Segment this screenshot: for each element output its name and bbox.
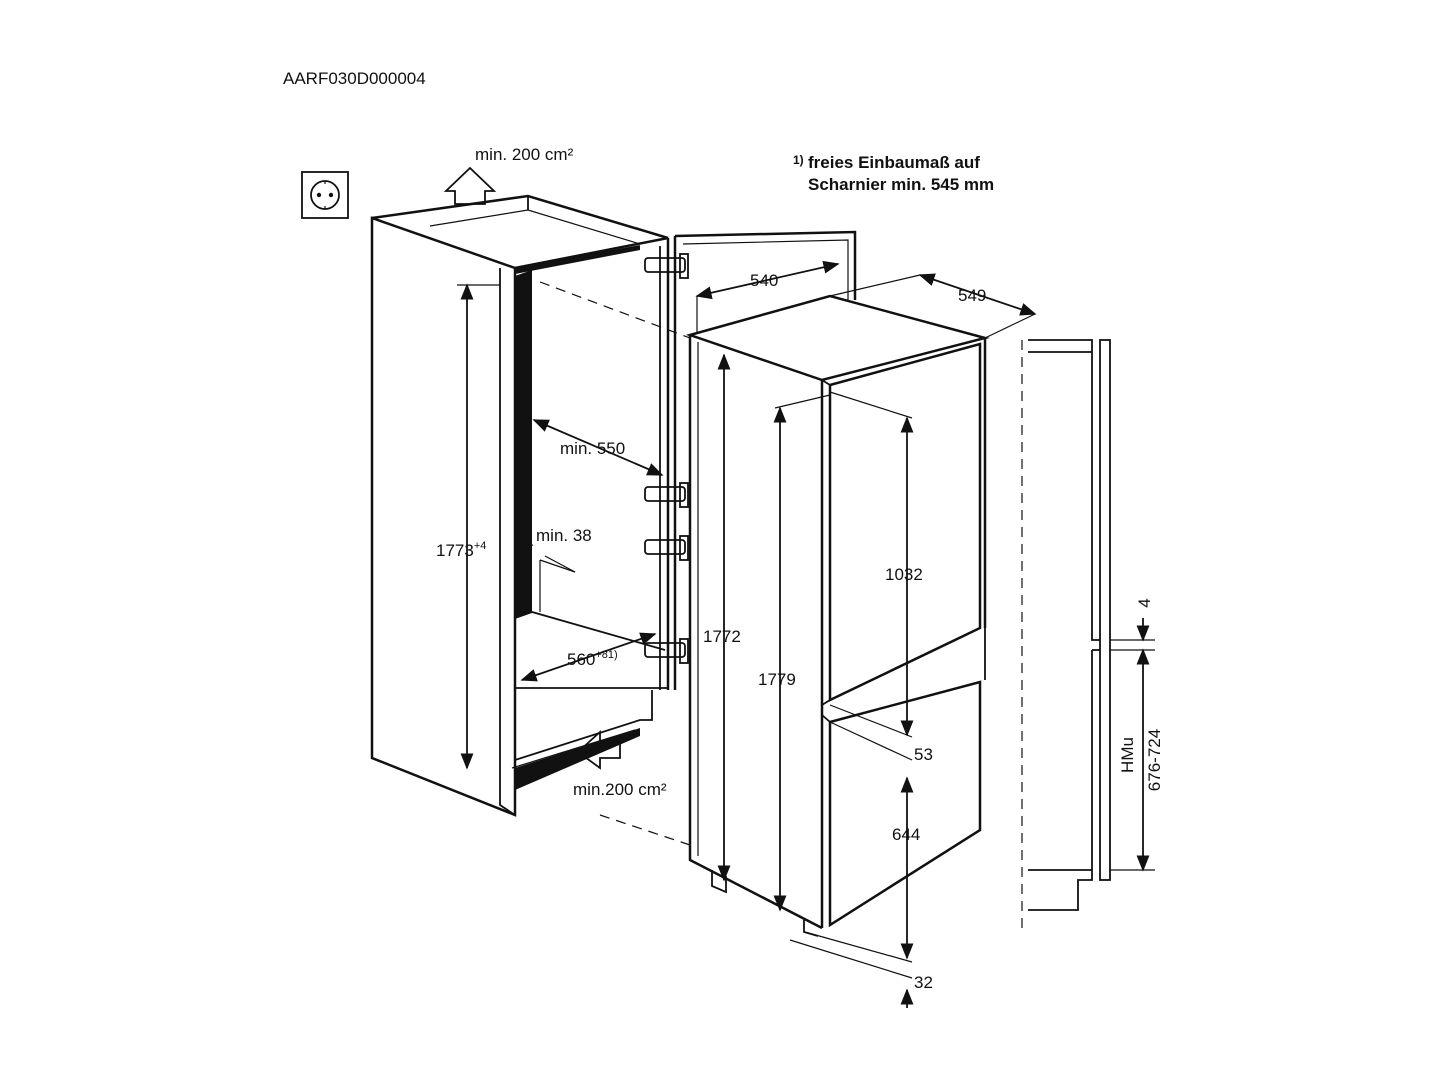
arrow-in-icon [576,729,621,770]
hmu-gap-label: 4 [1135,598,1154,607]
footnote-line-2: Scharnier min. 545 mm [808,175,994,194]
lower-door [828,680,982,928]
appliance [685,294,990,937]
niche-height-label: 1773+4 [436,540,486,560]
hinge-top [644,253,689,279]
hinge-middle-lower [644,535,689,561]
upper-door [828,342,982,702]
footnote-line-1: freies Einbaumaß auf [808,153,980,172]
hinge-middle-upper [644,482,689,508]
door-total-height-label: 1779 [758,670,796,689]
side-profile [1028,339,1111,911]
bottom-gap-label: 32 [914,973,933,992]
niche-cabinet [370,194,670,817]
niche-width-label: 560+81) [567,649,618,669]
door-gap-label: 53 [914,745,933,764]
hmu-range-label: 676-724 [1145,729,1164,791]
depth-540-label: 540 [750,271,778,290]
cabinet-door [673,230,857,690]
gap-38-label: min. 38 [536,526,592,545]
footnote-marker: 1) [793,153,804,167]
niche-depth-label: min. 550 [560,439,625,458]
power-socket-icon [301,171,349,219]
appliance-height-label: 1772 [703,627,741,646]
upper-door-label: 1032 [885,565,923,584]
hmu-label: HMu [1118,737,1137,773]
document-code: AARF030D000004 [283,69,426,88]
hinge-bottom [644,638,689,664]
depth-549-label: 549 [958,286,986,305]
arrow-up-icon [443,166,497,205]
vent-top-label: min. 200 cm² [475,145,574,164]
lower-door-label: 644 [892,825,920,844]
vent-bottom-label: min.200 cm² [573,780,667,799]
